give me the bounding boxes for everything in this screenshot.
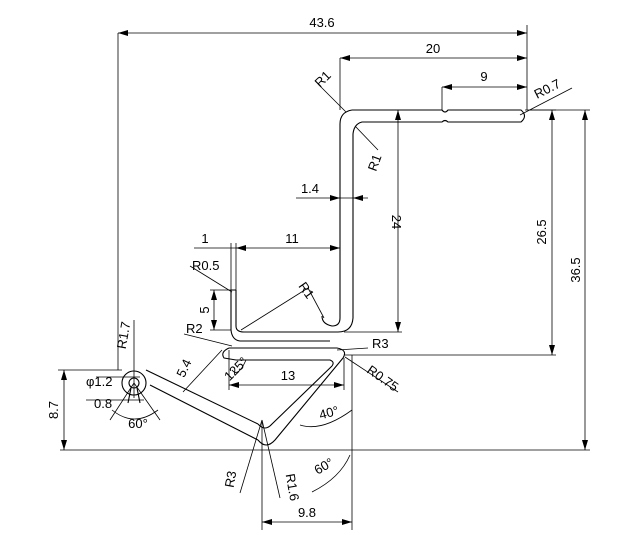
lower-flange-top xyxy=(229,347,346,359)
dim-top-flange-corner-radius: R0.7 xyxy=(532,76,563,102)
top-flange-outer-corner xyxy=(339,109,353,318)
dim-total-height: 36.5 xyxy=(568,257,583,282)
tab xyxy=(230,289,330,342)
web-bottom-bend xyxy=(235,290,354,333)
dim-vee-radius-outer: R3 xyxy=(222,470,240,489)
dim-lip-length: 5.4 xyxy=(173,357,194,380)
dim-hinge-slot-angle: 60° xyxy=(128,416,148,431)
dim-upper-height: 26.5 xyxy=(534,219,549,244)
dim-vee-offset: 9.8 xyxy=(298,505,316,520)
dim-vertical-web-height: 24 xyxy=(389,215,404,229)
dim-pocket-radius: R1 xyxy=(296,279,318,301)
diagonal-inner xyxy=(257,365,333,429)
dim-lip-radius: R0.75 xyxy=(364,362,401,394)
dim-hinge-slot-width: 0.8 xyxy=(94,396,112,411)
dim-inner-bend-radius: R1 xyxy=(365,152,385,173)
dim-right-corner-radius: R3 xyxy=(372,336,389,351)
dim-diagonal-angle: 40° xyxy=(317,403,340,423)
dim-overall-width: 43.6 xyxy=(309,15,334,30)
arm-outer xyxy=(149,384,259,441)
dim-tab-height: 5 xyxy=(197,306,212,313)
diagonal-outer xyxy=(257,357,344,446)
dim-tab-radius: R0.5 xyxy=(192,258,219,273)
hinge-slot xyxy=(127,387,141,404)
dimension-labels: 43.6 20 9 R0.7 R1 R1 1.4 24 26.5 36.5 1 … xyxy=(46,15,583,520)
dim-left-corner-radius: R2 xyxy=(186,321,203,336)
dimension-lines xyxy=(58,25,590,530)
dim-outer-bend-radius: R1 xyxy=(312,68,334,90)
dim-wall-thickness: 1.4 xyxy=(301,181,319,196)
dim-slot-offset: 9 xyxy=(480,69,487,84)
dim-tab-thickness: 1 xyxy=(201,231,208,246)
dim-hinge-height: 8.7 xyxy=(46,401,61,419)
arrowheads xyxy=(61,30,588,525)
dim-top-flange-width: 20 xyxy=(426,41,440,56)
dim-hinge-hole-diameter: φ1.2 xyxy=(86,374,113,389)
lower-flange-bottom xyxy=(236,359,334,367)
dim-vee-radius-inner: R1.6 xyxy=(283,472,303,502)
dim-bottom-flange-width: 13 xyxy=(281,368,295,383)
dim-hinge-radius: R1.7 xyxy=(114,320,134,350)
lower-flange-left xyxy=(222,347,237,361)
arm-inner xyxy=(145,369,259,425)
dim-inner-width: 11 xyxy=(285,231,299,246)
dim-vee-angle: 60° xyxy=(311,455,336,478)
top-flange xyxy=(352,109,526,318)
web-inner-pocket xyxy=(321,315,341,327)
profile-outline xyxy=(121,109,526,446)
